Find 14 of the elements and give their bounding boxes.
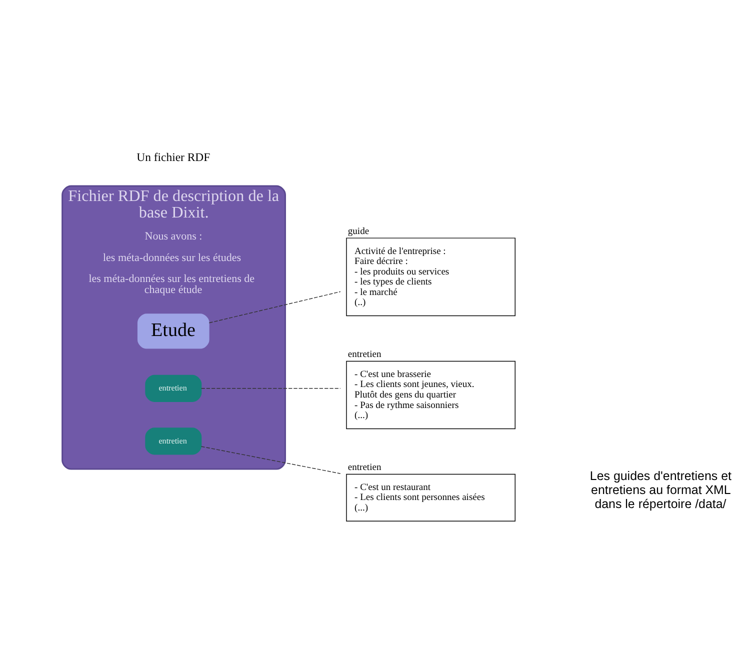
connector — [200, 446, 341, 474]
node-label: Un fichier RDF — [136, 150, 210, 164]
node-box: Etude — [137, 314, 210, 349]
node-box: - C'est un restaurant - Les clients sont personnes aisées (...) — [346, 474, 516, 522]
node-label: entretien — [348, 463, 382, 474]
node-label: guide — [348, 226, 370, 237]
node-box: Activité de l'entreprise : Faire décrire : - les produits ou services - les types de clients - le marché (..) — [346, 238, 516, 316]
connector — [208, 291, 341, 324]
node-label: entretien — [348, 350, 382, 360]
label: Les guides d'entretiens et entretiens au format XML dans le répertoire /data/ — [590, 469, 732, 512]
node-box: entretien — [145, 428, 202, 455]
node-box: - C'est une brasserie - Les clients sont jeunes, vieux. Plutôt des gens du quartier - Pas de rythme saisonniers (...) — [346, 360, 516, 430]
connector — [200, 388, 341, 389]
node-box: entretien — [145, 374, 202, 402]
